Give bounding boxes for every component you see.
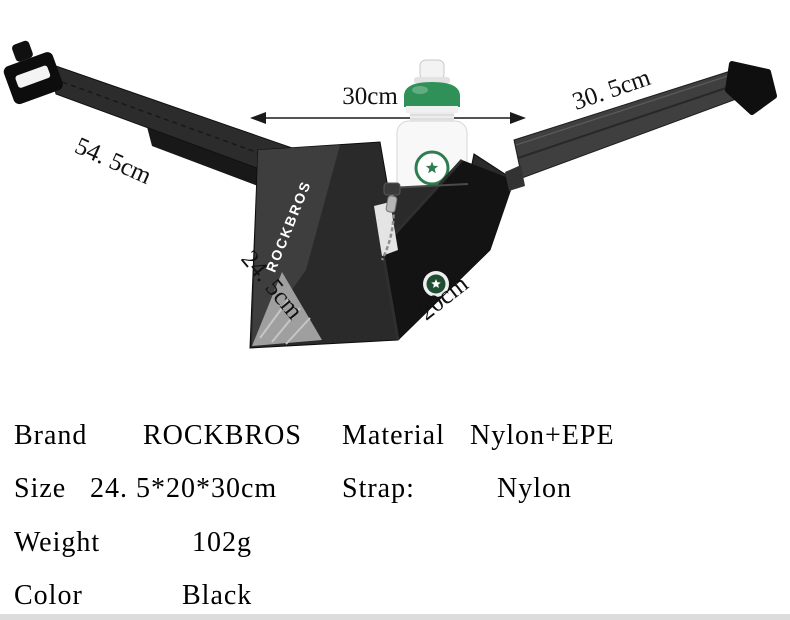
strap-buckle-icon — [3, 40, 63, 105]
spec-material-value: Nylon+EPE — [470, 420, 615, 451]
pocket-rim — [387, 183, 469, 189]
spec-color-label: Color — [14, 580, 83, 611]
product-photo-area: 30cm — [3, 40, 777, 349]
strap-attachment-tab — [505, 165, 525, 191]
zipper-pull — [385, 195, 398, 213]
spec-weight-value: 102g — [192, 527, 252, 558]
bottle-logo-star-icon — [425, 161, 439, 174]
waist-bag: ROCKBROS — [249, 141, 525, 349]
dimension-top: 30cm — [250, 83, 526, 124]
spec-table: Brand ROCKBROS Material Nylon+EPE Size 2… — [0, 395, 790, 620]
bottle-cap — [404, 82, 460, 107]
buckle-clip — [12, 40, 33, 62]
bag-mesh-tip — [252, 272, 322, 346]
spec-brand-value: ROCKBROS — [143, 420, 302, 451]
buckle-slot — [15, 65, 51, 88]
arrow-left-icon — [250, 112, 266, 124]
mesh-stripe — [285, 317, 311, 345]
bag-front-flap — [382, 160, 514, 340]
product-photo: 30cm — [3, 40, 777, 349]
bottom-divider — [0, 614, 790, 620]
spec-material-label: Material — [342, 420, 445, 451]
spec-weight-label: Weight — [14, 527, 101, 558]
spec-color-value: Black — [182, 580, 253, 611]
dimension-label-top: 30cm — [342, 83, 398, 110]
spec-size-value: 24. 5*20*30cm — [90, 473, 278, 504]
right-strap-stitch — [517, 81, 745, 159]
bottle-collar — [414, 77, 450, 84]
bottle-cap-skirt — [406, 106, 458, 113]
dimension-label-left-strap: 54. 5cm — [71, 132, 156, 190]
reflective-strip — [374, 202, 398, 256]
mesh-stripe — [259, 299, 289, 339]
mesh-stripe — [271, 307, 301, 343]
bag-emblem-star-icon — [431, 279, 441, 288]
strap-end-cap — [725, 61, 777, 115]
bottle-neck — [410, 112, 454, 122]
spec-strap-label: Strap: — [342, 473, 415, 504]
arrow-right-icon — [510, 112, 526, 124]
zipper-garage — [383, 182, 401, 196]
bottle-cap-highlight — [412, 86, 428, 94]
zipper — [380, 194, 395, 261]
spec-strap-value: Nylon — [497, 473, 572, 504]
right-strap-edge — [515, 71, 741, 146]
right-strap — [513, 61, 777, 179]
spec-brand-label: Brand — [14, 420, 88, 451]
spec-size-label: Size — [14, 473, 67, 504]
